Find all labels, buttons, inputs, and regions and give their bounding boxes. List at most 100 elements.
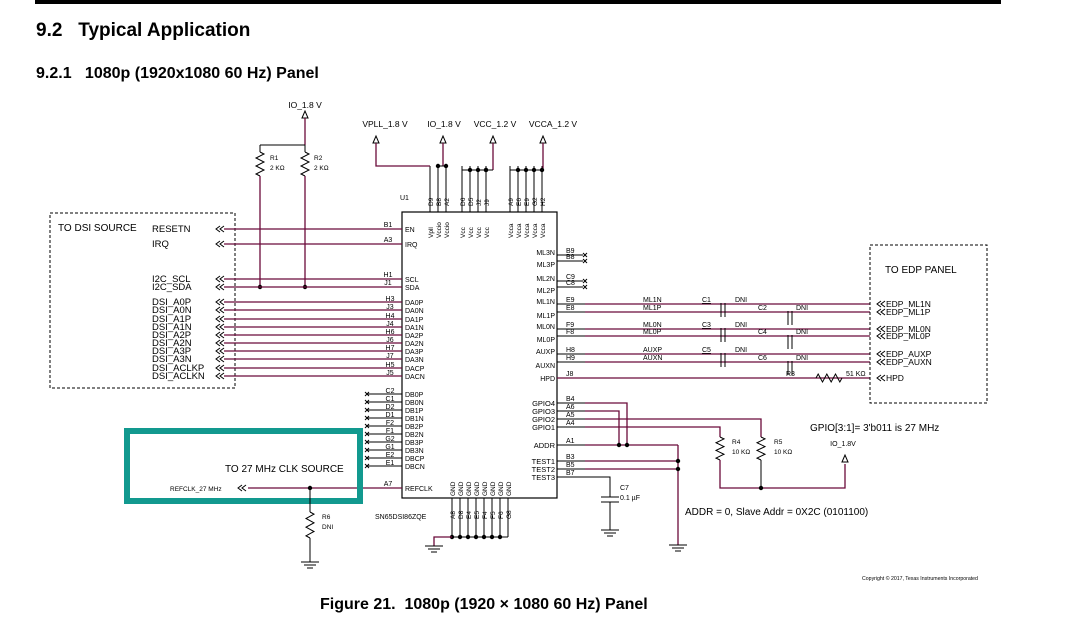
connector-chevron-icon xyxy=(876,308,882,316)
pin-ball: J5 xyxy=(386,370,394,377)
r2-ref: R2 xyxy=(314,155,323,162)
connector-chevron-icon xyxy=(219,283,225,291)
dsi-source-title: TO DSI SOURCE xyxy=(58,223,137,234)
pin-ball: D8 xyxy=(458,510,465,519)
pin-name: AUXN xyxy=(536,363,555,370)
pin-name: GND xyxy=(482,481,489,496)
connector-chevron-icon xyxy=(880,374,886,382)
pin-ball: C1 xyxy=(386,396,395,403)
dsi-signal-label: DSI_A1P xyxy=(152,314,191,325)
r2-resistor xyxy=(299,151,311,177)
pin-name: DACP xyxy=(405,366,425,373)
c5-value: DNI xyxy=(735,347,747,354)
connector-chevron-icon xyxy=(880,358,886,366)
pin-ball: D6 xyxy=(460,197,467,206)
pin-ball: B1 xyxy=(384,222,393,229)
r5-ref: R5 xyxy=(774,439,783,446)
pin-name: ML1N xyxy=(536,299,555,306)
connector-chevron-icon xyxy=(219,372,225,380)
figure-caption: Figure 21. 1080p (1920 × 1080 60 Hz) Pan… xyxy=(320,596,648,613)
pin-name: ML2P xyxy=(537,288,556,295)
pin-ball: H4 xyxy=(386,313,395,320)
wire xyxy=(585,410,620,445)
connector-chevron-icon xyxy=(876,358,882,366)
pin-name: ML0N xyxy=(536,324,555,331)
pin-name: DB3N xyxy=(405,448,424,455)
pin-ball: G1 xyxy=(385,444,394,451)
dsi-source-box xyxy=(49,212,236,389)
dsi-signal-label: DSI_A2N xyxy=(152,338,192,349)
r3-ref: R3 xyxy=(786,371,795,378)
pin-ball: F2 xyxy=(386,420,394,427)
pin-name: AUXP xyxy=(536,349,555,356)
pin-ball: J2 xyxy=(476,199,483,206)
connector-chevron-icon xyxy=(876,325,882,333)
pin-name: IRQ xyxy=(405,242,418,249)
pin-ball: H7 xyxy=(386,345,395,352)
pin-ball: A3 xyxy=(384,237,393,244)
pin-ball: E6 xyxy=(516,198,523,206)
pin-name: Vcc xyxy=(476,226,483,238)
pin-ball: B4 xyxy=(566,396,575,403)
connector-chevron-icon xyxy=(219,225,225,233)
connector-chevron-icon xyxy=(219,306,225,314)
vcc-rail-arrow-icon xyxy=(489,134,497,144)
dsi-signal-label: DSI_A0P xyxy=(152,297,191,308)
connector-chevron-icon xyxy=(215,347,221,355)
pin-ball: E4 xyxy=(466,511,473,519)
pin-name: ML3P xyxy=(537,262,556,269)
connector-chevron-icon xyxy=(215,315,221,323)
dsi-signal-label: I2C_SCL xyxy=(152,274,191,285)
pin-name: GND xyxy=(474,481,481,496)
net-label: ML1P xyxy=(643,305,662,312)
c6-value: DNI xyxy=(796,355,808,362)
pin-ball: H6 xyxy=(386,329,395,336)
r5-resistor xyxy=(755,436,767,461)
pin-ball: F9 xyxy=(566,322,574,329)
connector-chevron-icon xyxy=(215,275,221,283)
no-connect-icon xyxy=(582,252,588,258)
edp-signal-label: HPD xyxy=(886,373,904,383)
pin-ball: H2 xyxy=(540,197,547,206)
r6-value: DNI xyxy=(322,524,333,531)
pin-name: Vcca xyxy=(540,223,547,238)
pin-ball: F8 xyxy=(566,329,574,336)
subsection-title: 9.2.1 1080p (1920x1080 60 Hz) Panel xyxy=(36,65,319,82)
chip-body xyxy=(401,211,558,499)
r5-value: 10 KΩ xyxy=(774,449,792,456)
connector-chevron-icon xyxy=(215,339,221,347)
pin-ball: E9 xyxy=(566,297,575,304)
pin-name: SCL xyxy=(405,277,419,284)
pin-name: DA3P xyxy=(405,349,424,356)
pullup-rail-arrow-icon xyxy=(301,109,309,119)
connector-chevron-icon xyxy=(876,300,882,308)
junction-dot xyxy=(435,163,441,169)
pin-ball: E9 xyxy=(524,198,531,206)
vccio-rail-label: IO_1.8 V xyxy=(427,119,461,129)
pin-ball: B8 xyxy=(436,198,443,206)
junction-dot xyxy=(675,458,681,464)
pin-ball: J3 xyxy=(386,304,394,311)
no-connect-icon xyxy=(364,439,370,445)
pin-name: TEST1 xyxy=(532,457,555,466)
connector-chevron-icon xyxy=(880,308,886,316)
pin-ball: D5 xyxy=(468,197,475,206)
pin-name: GND xyxy=(450,481,457,496)
c3-value: DNI xyxy=(735,322,747,329)
pin-ball: A9 xyxy=(508,198,515,206)
dsi-signal-label: I2C_SDA xyxy=(152,282,192,293)
c3-ref: C3 xyxy=(702,322,711,329)
pin-name: Vcc xyxy=(484,226,491,238)
connector-chevron-icon xyxy=(880,332,886,340)
pin-ball: E8 xyxy=(566,305,575,312)
pin-ball: B9 xyxy=(566,248,575,255)
edp-panel-box xyxy=(869,244,988,404)
pin-name: GND xyxy=(466,481,473,496)
dsi-signal-label: DSI_A3N xyxy=(152,354,192,365)
vpll-rail-arrow-icon xyxy=(372,134,380,144)
connector-chevron-icon xyxy=(219,355,225,363)
r6-resistor xyxy=(304,511,316,539)
pin-name: Vpll xyxy=(428,227,435,238)
connector-chevron-icon xyxy=(215,298,221,306)
